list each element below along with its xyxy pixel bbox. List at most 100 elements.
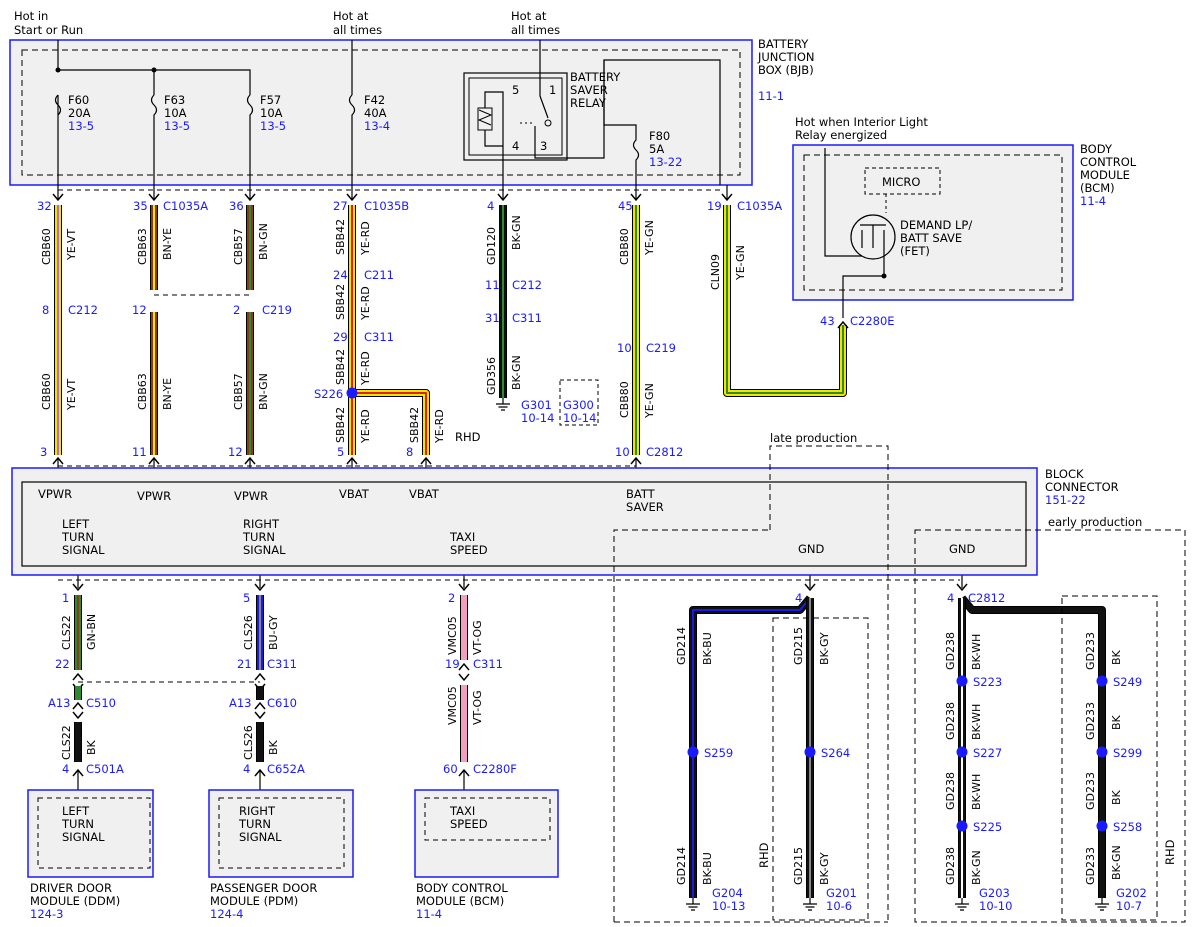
svg-text:11-4: 11-4 xyxy=(1080,194,1106,208)
svg-text:DEMAND LP/BATT SAVE(FET): DEMAND LP/BATT SAVE(FET) xyxy=(900,218,972,258)
color-vt-og-1: VT-OG xyxy=(471,620,484,655)
connector-c219-2: C219 xyxy=(646,341,676,355)
splice-s258-label: S258 xyxy=(1113,820,1142,834)
color-bk-bu-1: BK-BU xyxy=(701,632,714,665)
circuit-gd233-3: GD233 xyxy=(1084,772,1097,810)
splice-s249-label: S249 xyxy=(1113,675,1142,689)
color-bu-gy: BU-GY xyxy=(267,615,280,650)
ground-g203: G203 xyxy=(979,886,1010,900)
connector-c311-2: C311 xyxy=(512,311,542,325)
ground-g202: G202 xyxy=(1116,886,1147,900)
connector-c311-3: C311 xyxy=(267,657,297,671)
color-bk-wh-1: BK-WH xyxy=(970,634,983,670)
svg-text:F57: F57 xyxy=(260,93,281,107)
splice-s223 xyxy=(956,675,968,687)
pin-10: 10 xyxy=(617,341,632,355)
color-vt-og-2: VT-OG xyxy=(471,690,484,725)
svg-text:20A: 20A xyxy=(68,106,91,120)
svg-text:5A: 5A xyxy=(649,142,664,156)
splice-s259-label: S259 xyxy=(704,746,733,760)
connector-c2812-2: C2812 xyxy=(968,591,1005,605)
circuit-gd215-2: GD215 xyxy=(792,847,805,885)
splice-s226-label: S226 xyxy=(314,387,343,401)
splice-s299 xyxy=(1096,746,1108,758)
pin-24: 24 xyxy=(333,268,348,282)
circuit-vmc05-2: VMC05 xyxy=(446,686,459,725)
pin-36: 36 xyxy=(229,199,244,213)
connector-c652a: C652A xyxy=(267,762,305,776)
color-bk-gn-1: BK-GN xyxy=(510,215,523,250)
svg-text:F63: F63 xyxy=(164,93,185,107)
splice-s227-label: S227 xyxy=(973,746,1002,760)
circuit-cbb57-1: CBB57 xyxy=(232,228,245,265)
color-bk-3: BK xyxy=(1110,649,1123,665)
rhd-3: RHD xyxy=(1163,839,1177,865)
svg-text:GND: GND xyxy=(798,542,825,556)
circuit-cbb80-2: CBB80 xyxy=(618,381,631,418)
svg-text:VPWR: VPWR xyxy=(137,489,171,503)
pin-4-pdm: 4 xyxy=(243,762,250,776)
color-bk-bu-2: BK-BU xyxy=(701,852,714,885)
circuit-cls22-1: CLS22 xyxy=(60,615,73,650)
svg-text:1: 1 xyxy=(549,83,556,97)
svg-text:124-3: 124-3 xyxy=(30,907,63,921)
ground-g204: G204 xyxy=(712,886,743,900)
connector-c2280f: C2280F xyxy=(473,762,517,776)
circuit-cls22-2: CLS22 xyxy=(60,725,73,760)
circuit-cbb63-1: CBB63 xyxy=(136,228,149,265)
svg-text:F80: F80 xyxy=(649,129,670,143)
color-ye-rd-5: YE-RD xyxy=(433,409,446,444)
svg-text:13-5: 13-5 xyxy=(68,119,94,133)
pin-1: 1 xyxy=(62,591,69,605)
svg-text:F60: F60 xyxy=(68,93,89,107)
ground-g301-ref: 10-14 xyxy=(521,411,554,425)
ground-g203-ref: 10-10 xyxy=(979,899,1012,913)
pin-3: 3 xyxy=(40,445,47,459)
splice-s299-label: S299 xyxy=(1113,746,1142,760)
svg-text:VPWR: VPWR xyxy=(38,487,72,501)
pin-11: 11 xyxy=(485,278,500,292)
circuit-gd233-4: GD233 xyxy=(1084,847,1097,885)
ground-g204-ref: 10-13 xyxy=(712,899,745,913)
pin-21: 21 xyxy=(237,657,252,671)
circuit-cbb80-1: CBB80 xyxy=(618,228,631,265)
color-ye-rd-4: YE-RD xyxy=(359,409,372,444)
svg-text:F42: F42 xyxy=(364,93,385,107)
color-ye-rd-1: YE-RD xyxy=(359,221,372,256)
pin-2: 2 xyxy=(448,591,455,605)
bjb-inner xyxy=(21,49,741,176)
ground-g201: G201 xyxy=(826,886,857,900)
circuit-sbb42-1: SBB42 xyxy=(334,219,347,255)
pin-29: 29 xyxy=(333,330,348,344)
svg-text:13-5: 13-5 xyxy=(164,119,190,133)
color-ye-rd-2: YE-RD xyxy=(359,286,372,321)
pin-11: 11 xyxy=(132,445,147,459)
circuit-gd356: GD356 xyxy=(485,357,498,395)
connector-c212-1: C212 xyxy=(68,303,98,317)
splice-s249 xyxy=(1096,675,1108,687)
svg-text:VBAT: VBAT xyxy=(409,487,440,501)
circuit-cls26-2: CLS26 xyxy=(242,725,255,760)
circuit-vmc05-1: VMC05 xyxy=(446,616,459,655)
color-bk-2: BK xyxy=(267,739,280,755)
circuit-gd233-2: GD233 xyxy=(1084,702,1097,740)
color-ye-gn-1: YE-GN xyxy=(643,220,656,256)
circuit-cls26-1: CLS26 xyxy=(242,615,255,650)
circuit-gd238-1: GD238 xyxy=(944,632,957,670)
